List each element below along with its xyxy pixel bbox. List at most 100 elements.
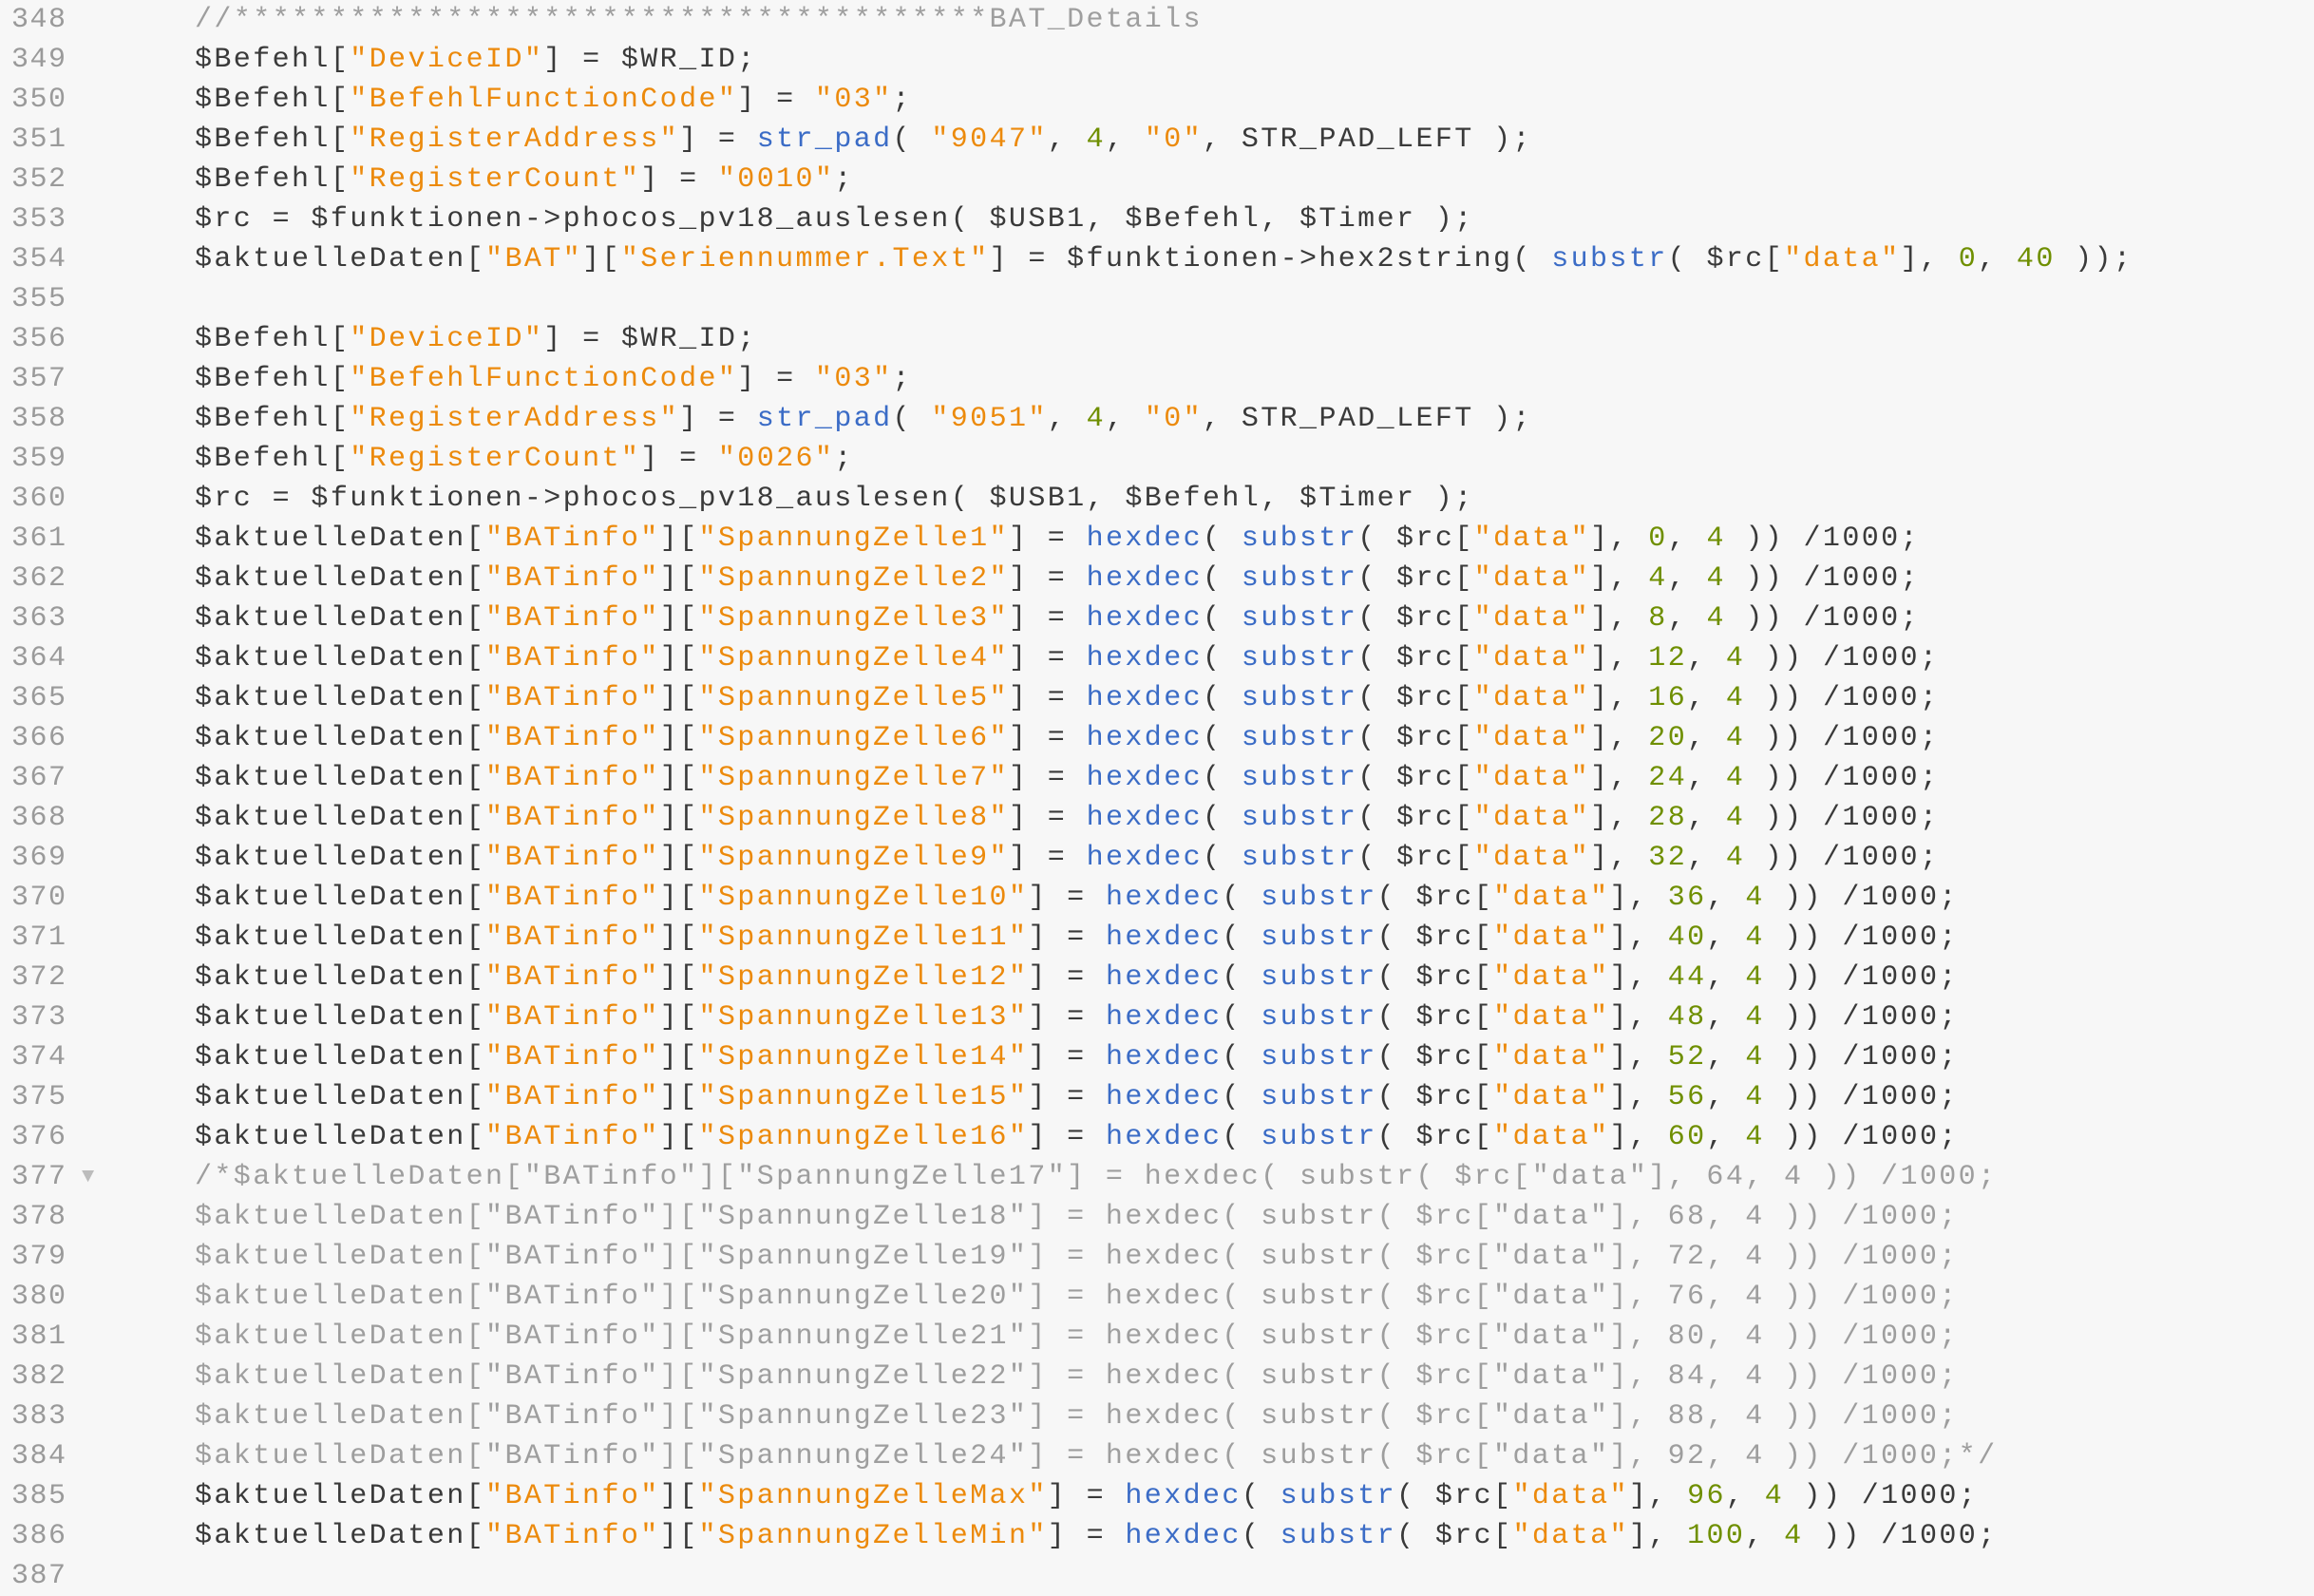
code-line[interactable]: 373$aktuelleDaten["BATinfo"]["SpannungZe… bbox=[0, 998, 2314, 1037]
code-text: ( bbox=[1203, 642, 1242, 674]
line-number: 350 bbox=[11, 84, 67, 116]
code-line[interactable]: 358$Befehl["RegisterAddress"] = str_pad(… bbox=[0, 399, 2314, 439]
code-line[interactable]: 351$Befehl["RegisterAddress"] = str_pad(… bbox=[0, 120, 2314, 160]
code-line[interactable]: 349$Befehl["DeviceID"] = $WR_ID; bbox=[0, 40, 2314, 80]
code-line[interactable]: 367$aktuelleDaten["BATinfo"]["SpannungZe… bbox=[0, 758, 2314, 798]
code-content: $rc = $funktionen->phocos_pv18_auslesen(… bbox=[195, 200, 1474, 239]
code-line[interactable]: 364$aktuelleDaten["BATinfo"]["SpannungZe… bbox=[0, 638, 2314, 678]
fold-arrow-icon[interactable]: ▼ bbox=[82, 1165, 95, 1188]
code-line[interactable]: 357$Befehl["BefehlFunctionCode"] = "03"; bbox=[0, 359, 2314, 399]
function-name: hexdec bbox=[1125, 1480, 1242, 1512]
number-literal: 0 bbox=[1648, 522, 1668, 555]
code-line[interactable]: 356$Befehl["DeviceID"] = $WR_ID; bbox=[0, 319, 2314, 359]
code-line[interactable]: 386$aktuelleDaten["BATinfo"]["SpannungZe… bbox=[0, 1516, 2314, 1556]
code-line[interactable]: 371$aktuelleDaten["BATinfo"]["SpannungZe… bbox=[0, 918, 2314, 958]
code-line[interactable]: 369$aktuelleDaten["BATinfo"]["SpannungZe… bbox=[0, 838, 2314, 878]
code-line[interactable]: 376$aktuelleDaten["BATinfo"]["SpannungZe… bbox=[0, 1117, 2314, 1157]
code-content: $aktuelleDaten["BATinfo"]["SpannungZelle… bbox=[195, 559, 1920, 598]
code-line[interactable]: 379$aktuelleDaten["BATinfo"]["SpannungZe… bbox=[0, 1237, 2314, 1277]
string-literal: "BATinfo" bbox=[485, 762, 660, 794]
code-line[interactable]: 362$aktuelleDaten["BATinfo"]["SpannungZe… bbox=[0, 559, 2314, 598]
line-number: 374 bbox=[11, 1041, 67, 1074]
code-line[interactable]: 352$Befehl["RegisterCount"] = "0010"; bbox=[0, 160, 2314, 200]
code-line[interactable]: 370$aktuelleDaten["BATinfo"]["SpannungZe… bbox=[0, 878, 2314, 918]
code-text: ][ bbox=[659, 922, 699, 954]
code-line[interactable]: 378$aktuelleDaten["BATinfo"]["SpannungZe… bbox=[0, 1197, 2314, 1237]
code-line[interactable]: 383$aktuelleDaten["BATinfo"]["SpannungZe… bbox=[0, 1396, 2314, 1436]
code-line[interactable]: 361$aktuelleDaten["BATinfo"]["SpannungZe… bbox=[0, 519, 2314, 559]
code-line[interactable]: 387 bbox=[0, 1556, 2314, 1596]
code-line[interactable]: 360$rc = $funktionen->phocos_pv18_ausles… bbox=[0, 479, 2314, 519]
code-line[interactable]: 350 $Befehl["BefehlFunctionCode"] = "03"; bbox=[0, 80, 2314, 120]
code-line[interactable]: 366$aktuelleDaten["BATinfo"]["SpannungZe… bbox=[0, 718, 2314, 758]
code-line[interactable]: 368$aktuelleDaten["BATinfo"]["SpannungZe… bbox=[0, 798, 2314, 838]
code-line[interactable]: 355 bbox=[0, 279, 2314, 319]
code-line[interactable]: 381$aktuelleDaten["BATinfo"]["SpannungZe… bbox=[0, 1317, 2314, 1357]
function-name: hexdec bbox=[1086, 722, 1203, 754]
code-text: ( $rc[ bbox=[1357, 842, 1474, 874]
line-number: 377 bbox=[11, 1161, 67, 1193]
line-number: 385 bbox=[11, 1480, 67, 1512]
code-text: ] = bbox=[1028, 1081, 1106, 1113]
code-line[interactable]: 353$rc = $funktionen->phocos_pv18_ausles… bbox=[0, 200, 2314, 239]
code-text: ( $rc[ bbox=[1357, 762, 1474, 794]
line-number: 369 bbox=[11, 842, 67, 874]
code-text: $aktuelleDaten[ bbox=[195, 1480, 486, 1512]
code-line[interactable]: 380$aktuelleDaten["BATinfo"]["SpannungZe… bbox=[0, 1277, 2314, 1317]
code-line[interactable]: 363$aktuelleDaten["BATinfo"]["SpannungZe… bbox=[0, 598, 2314, 638]
line-number: 368 bbox=[11, 802, 67, 834]
string-literal: "data" bbox=[1473, 802, 1591, 834]
string-literal: "RegisterAddress" bbox=[350, 124, 680, 156]
line-number: 348 bbox=[11, 4, 67, 36]
string-literal: "SpannungZelle15" bbox=[698, 1081, 1029, 1113]
number-literal: 4 bbox=[1086, 124, 1106, 156]
code-text: ; bbox=[892, 363, 912, 395]
code-content: $aktuelleDaten["BATinfo"]["SpannungZelle… bbox=[195, 1277, 1959, 1317]
code-text: ( bbox=[1203, 842, 1242, 874]
code-line[interactable]: 372$aktuelleDaten["BATinfo"]["SpannungZe… bbox=[0, 958, 2314, 998]
function-name: substr bbox=[1241, 682, 1358, 714]
code-text: ][ bbox=[659, 1480, 699, 1512]
code-text: )) /1000; bbox=[1764, 1081, 1959, 1113]
code-line[interactable]: 348//***********************************… bbox=[0, 0, 2314, 40]
code-text: $aktuelleDaten[ bbox=[195, 1001, 486, 1034]
code-line[interactable]: 375$aktuelleDaten["BATinfo"]["SpannungZe… bbox=[0, 1077, 2314, 1117]
code-text: , bbox=[1706, 922, 1746, 954]
code-text: ][ bbox=[659, 1121, 699, 1153]
line-number: 386 bbox=[11, 1520, 67, 1552]
number-literal: 48 bbox=[1667, 1001, 1707, 1034]
code-text: ( bbox=[1203, 682, 1242, 714]
code-text: , bbox=[1706, 1121, 1746, 1153]
code-content: $aktuelleDaten["BATinfo"]["SpannungZelle… bbox=[195, 1197, 1959, 1237]
code-line[interactable]: 385$aktuelleDaten["BATinfo"]["SpannungZe… bbox=[0, 1476, 2314, 1516]
code-text: ][ bbox=[659, 1041, 699, 1074]
comment-text: $aktuelleDaten["BATinfo"]["SpannungZelle… bbox=[195, 1281, 1959, 1313]
code-line[interactable]: 354$aktuelleDaten["BAT"]["Seriennummer.T… bbox=[0, 239, 2314, 279]
code-line[interactable]: 377▼/*$aktuelleDaten["BATinfo"]["Spannun… bbox=[0, 1157, 2314, 1197]
code-line[interactable]: 359$Befehl["RegisterCount"] = "0026"; bbox=[0, 439, 2314, 479]
function-name: substr bbox=[1241, 762, 1358, 794]
string-literal: "data" bbox=[1512, 1480, 1629, 1512]
string-literal: "data" bbox=[1493, 1001, 1610, 1034]
code-text: ][ bbox=[582, 243, 621, 276]
string-literal: "data" bbox=[1473, 682, 1591, 714]
code-line[interactable]: 374$aktuelleDaten["BATinfo"]["SpannungZe… bbox=[0, 1037, 2314, 1077]
code-line[interactable]: 365$aktuelleDaten["BATinfo"]["SpannungZe… bbox=[0, 678, 2314, 718]
code-text: ], bbox=[1609, 1081, 1668, 1113]
code-text: ], bbox=[1590, 602, 1649, 635]
code-content: $Befehl["BefehlFunctionCode"] = "03"; bbox=[195, 80, 912, 120]
string-literal: "BATinfo" bbox=[485, 1001, 660, 1034]
code-text: ][ bbox=[659, 562, 699, 595]
code-line[interactable]: 384$aktuelleDaten["BATinfo"]["SpannungZe… bbox=[0, 1436, 2314, 1476]
code-text: , bbox=[1687, 722, 1726, 754]
string-literal: "SpannungZelle8" bbox=[698, 802, 1009, 834]
code-line[interactable]: 382$aktuelleDaten["BATinfo"]["SpannungZe… bbox=[0, 1357, 2314, 1396]
code-text: ; bbox=[892, 84, 912, 116]
code-content: $aktuelleDaten["BATinfo"]["SpannungZelle… bbox=[195, 918, 1959, 958]
code-text: $Befehl[ bbox=[195, 363, 351, 395]
code-text: , bbox=[1706, 961, 1746, 994]
code-text: , STR_PAD_LEFT ); bbox=[1203, 124, 1532, 156]
function-name: hexdec bbox=[1105, 961, 1223, 994]
number-literal: 4 bbox=[1725, 642, 1746, 674]
